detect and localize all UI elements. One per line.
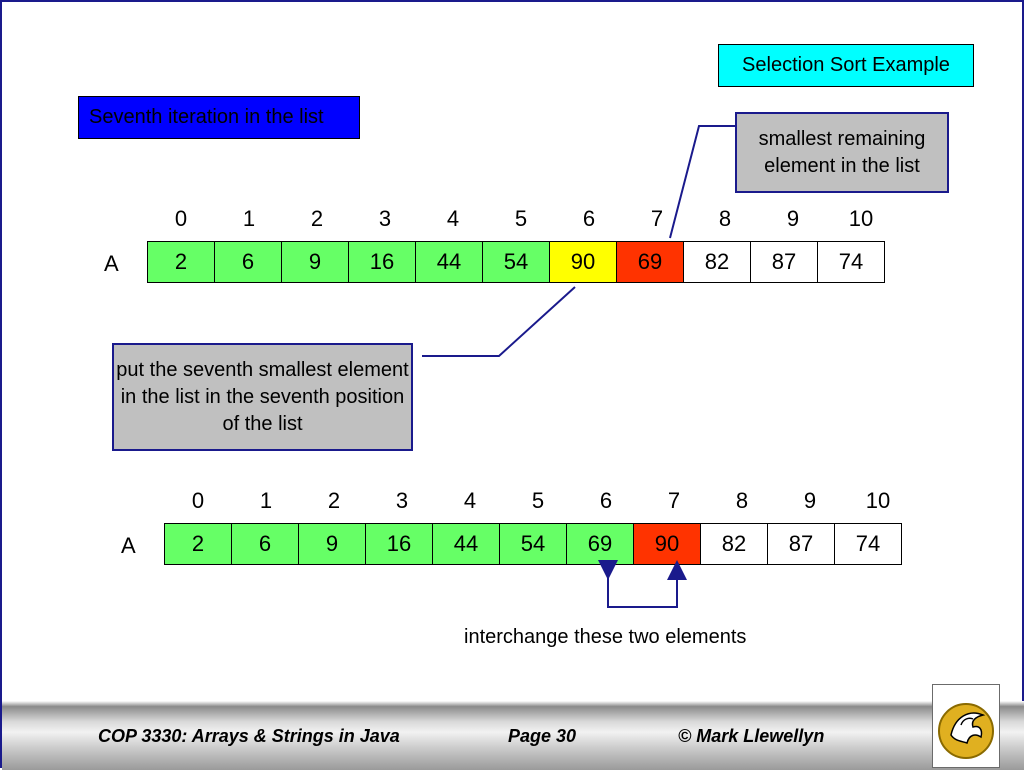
array-cell: 54 [482,241,550,283]
index-label: 6 [582,206,596,231]
index-label: 5 [514,206,528,231]
footer-author: © Mark Llewellyn [678,726,825,746]
index-label: 1 [242,206,256,231]
array-cell: 87 [750,241,818,283]
array-label-after: A [121,533,136,558]
array-cell: 87 [767,523,835,565]
array-cell: 9 [281,241,349,283]
index-label: 8 [718,206,732,231]
index-label: 9 [803,488,817,513]
array-cell: 82 [683,241,751,283]
footer-page: Page 30 [508,726,577,746]
array-cell: 69 [616,241,684,283]
index-label: 8 [735,488,749,513]
array-cell: 74 [817,241,885,283]
index-label: 4 [446,206,460,231]
index-label: 6 [599,488,613,513]
array-cell: 69 [566,523,634,565]
array-cell: 9 [298,523,366,565]
index-label: 1 [259,488,273,513]
index-label: 2 [327,488,341,513]
array-label-before: A [104,251,119,276]
array-cell: 90 [633,523,701,565]
index-label: 0 [174,206,188,231]
index-label: 2 [310,206,324,231]
iteration-label: Seventh iteration in the list [78,96,360,139]
array-before: 2 6 9 16 44 54 90 69 82 87 74 [147,241,885,283]
array-cell: 6 [214,241,282,283]
interchange-arrow [598,560,687,608]
array-cell: 16 [365,523,433,565]
interchange-caption: interchange these two elements [464,626,747,648]
array-cell: 6 [231,523,299,565]
index-label: 5 [531,488,545,513]
footer-course: COP 3330: Arrays & Strings in Java [98,726,400,746]
index-row-before: 0 1 2 3 4 5 6 7 8 9 10 [147,206,895,232]
logo-frame [932,684,1000,768]
callout-put-seventh-text: put the seventh smallest element in the … [116,358,409,435]
slide-title: Selection Sort Example [718,44,974,87]
array-cell: 16 [348,241,416,283]
index-label: 10 [865,488,891,513]
array-cell: 74 [834,523,902,565]
array-cell: 44 [432,523,500,565]
index-label: 3 [395,488,409,513]
array-after: 2 6 9 16 44 54 69 90 82 87 74 [164,523,902,565]
array-cell: 54 [499,523,567,565]
array-cell: 82 [700,523,768,565]
callout-put-seventh: put the seventh smallest element in the … [112,343,413,451]
index-label: 10 [848,206,874,231]
index-label: 0 [191,488,205,513]
array-cell: 90 [549,241,617,283]
index-label: 4 [463,488,477,513]
array-cell: 2 [164,523,232,565]
array-cell: 2 [147,241,215,283]
footer-band [2,701,1024,770]
index-label: 3 [378,206,392,231]
index-label: 7 [650,206,664,231]
callout-smallest-remaining-text: smallest remaining element in the list [758,127,926,177]
callout-smallest-remaining: smallest remaining element in the list [735,112,949,193]
callout-bottom-leader-line [422,286,576,357]
index-label: 9 [786,206,800,231]
index-label: 7 [667,488,681,513]
index-row-after: 0 1 2 3 4 5 6 7 8 9 10 [164,488,912,514]
array-cell: 44 [415,241,483,283]
pegasus-logo-icon [938,703,994,759]
